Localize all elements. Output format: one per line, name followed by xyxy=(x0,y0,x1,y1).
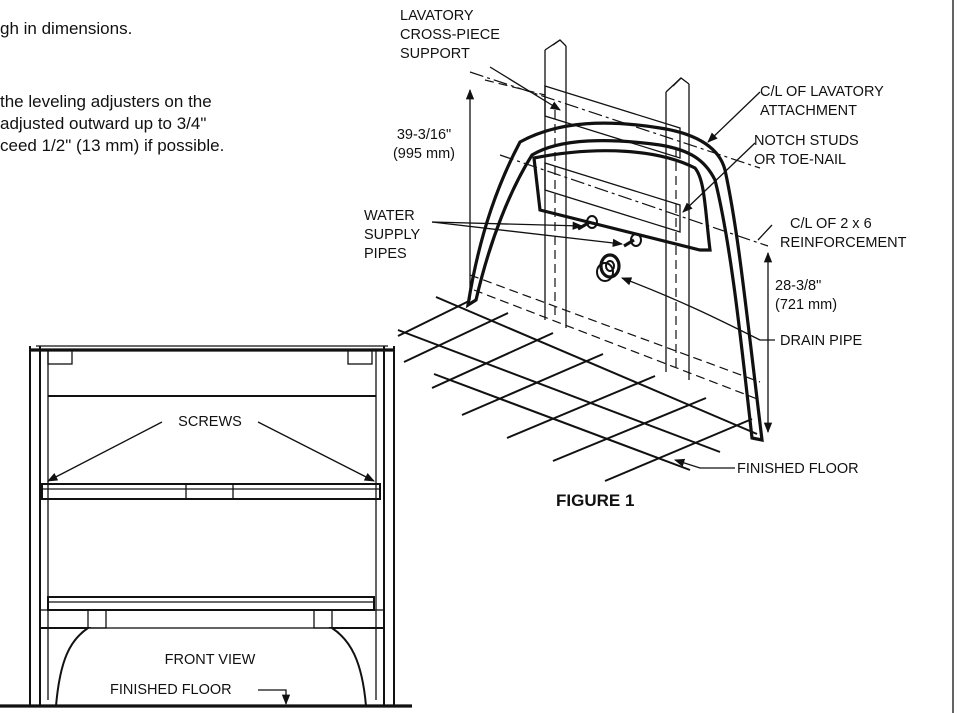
instruction-line-4: ceed 1/2" (13 mm) if possible. xyxy=(0,136,225,155)
label-front-view: FRONT VIEW xyxy=(165,652,256,668)
label-dim-upper-in: 39-3/16" xyxy=(397,127,451,143)
drain-pipe xyxy=(596,253,621,282)
dimension-lines xyxy=(465,88,773,434)
figure-1-drawing: LAVATORY CROSS-PIECE SUPPORT C/L OF LAVA… xyxy=(364,8,907,510)
label-drain-pipe: DRAIN PIPE xyxy=(780,333,863,349)
instruction-line-2: the leveling adjusters on the xyxy=(0,92,212,111)
instruction-text-1: gh in dimensions. xyxy=(0,19,133,38)
label-water-2: SUPPLY xyxy=(364,227,420,243)
label-finished-floor-front: FINISHED FLOOR xyxy=(110,682,232,698)
instruction-text-2: the leveling adjusters on the adjusted o… xyxy=(0,91,224,157)
label-screws: SCREWS xyxy=(178,414,242,430)
water-supply-pipes xyxy=(577,215,642,248)
wall-cutout-outline xyxy=(465,121,764,443)
label-cl-lavatory-2: ATTACHMENT xyxy=(760,103,857,119)
label-dim-upper-mm: (995 mm) xyxy=(393,146,455,162)
label-notch-1: NOTCH STUDS xyxy=(754,133,859,149)
front-view-drawing: SCREWS FRONT VIEW FINISHED FLOOR xyxy=(0,345,412,708)
cl-reinforcement-line xyxy=(499,154,769,247)
cl-lavatory-line xyxy=(469,71,761,169)
label-finished-floor-fig1: FINISHED FLOOR xyxy=(737,461,859,477)
label-notch-2: OR TOE-NAIL xyxy=(754,152,846,168)
label-cl-lavatory-1: C/L OF LAVATORY xyxy=(760,84,884,100)
cross-piece-support xyxy=(544,85,681,233)
wall-inner-cutout xyxy=(532,149,712,252)
label-water-1: WATER xyxy=(364,208,415,224)
label-dim-lower-mm: (721 mm) xyxy=(775,297,837,313)
label-cl-reinf-1: C/L OF 2 x 6 xyxy=(790,216,872,232)
label-lavatory-support-3: SUPPORT xyxy=(400,46,470,62)
figure-1-caption: FIGURE 1 xyxy=(556,491,634,510)
instruction-line-3: adjusted outward up to 3/4" xyxy=(0,114,207,133)
leader-lines xyxy=(431,66,775,469)
label-water-3: PIPES xyxy=(364,246,407,262)
floor-grid xyxy=(397,296,758,482)
label-lavatory-support-2: CROSS-PIECE xyxy=(400,27,500,43)
label-cl-reinf-2: REINFORCEMENT xyxy=(780,235,907,251)
label-lavatory-support-1: LAVATORY xyxy=(400,8,474,24)
hidden-lines xyxy=(469,79,761,401)
label-dim-lower-in: 28-3/8" xyxy=(775,278,821,294)
